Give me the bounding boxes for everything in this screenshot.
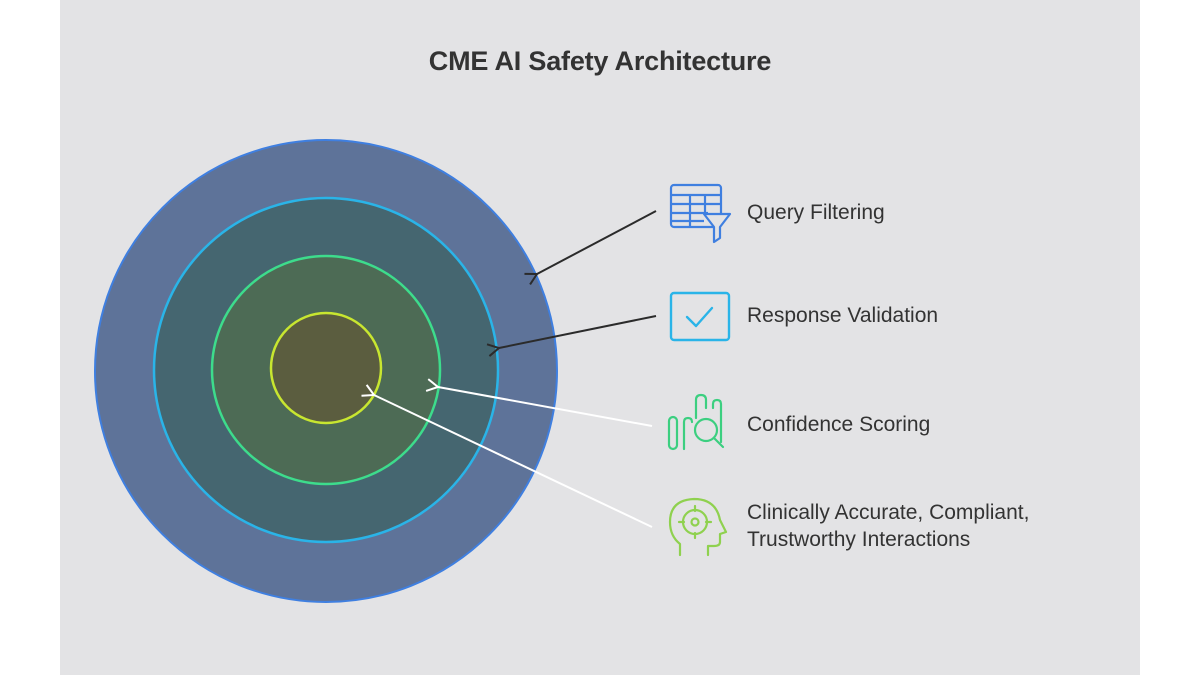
diagram-title: CME AI Safety Architecture xyxy=(428,46,772,76)
layer-label-core-interactions-line1: Clinically Accurate, Compliant, xyxy=(747,501,1030,524)
layer-label-core-interactions-line2: Trustworthy Interactions xyxy=(747,528,971,551)
layer-label-response-validation: Response Validation xyxy=(747,304,939,327)
layer-label-confidence-scoring: Confidence Scoring xyxy=(747,413,931,436)
head-target-icon xyxy=(668,497,728,557)
checkbox-icon xyxy=(669,291,731,342)
arrow-query-filtering xyxy=(537,210,657,274)
layer-ring-core-interactions xyxy=(269,311,383,425)
layer-label-query-filtering: Query Filtering xyxy=(747,201,885,224)
table-filter-icon xyxy=(669,183,732,244)
arrow-confidence-scoring xyxy=(438,387,653,427)
chart-search-icon xyxy=(667,393,725,451)
arrow-response-validation xyxy=(499,315,657,348)
arrow-core-interactions xyxy=(374,395,653,528)
